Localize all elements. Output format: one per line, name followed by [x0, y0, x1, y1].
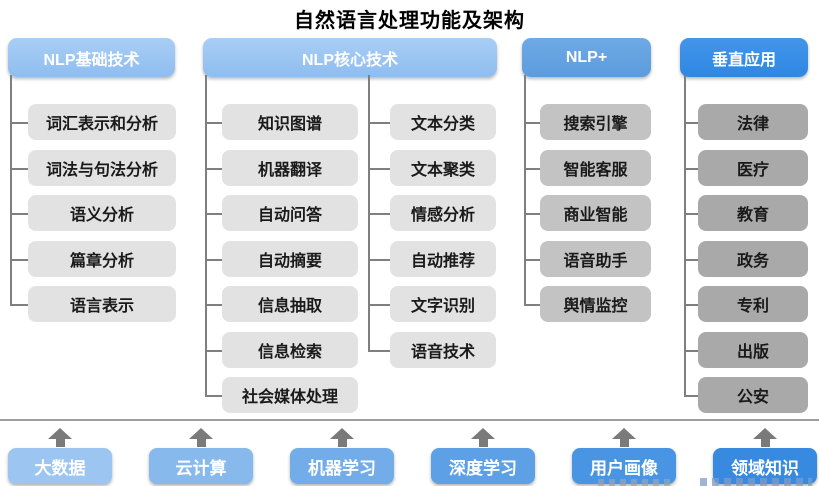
diagram-item: 知识图谱	[222, 104, 358, 140]
arrow-head	[471, 428, 495, 439]
connector-branch-line	[10, 304, 28, 306]
arrow-stem	[619, 439, 629, 447]
connector-trunk-line	[10, 75, 12, 304]
diagram-item: 自动问答	[222, 195, 358, 231]
diagram-item: 搜索引擎	[540, 104, 651, 140]
connector-branch-line	[10, 122, 28, 124]
arrow-stem	[196, 439, 206, 447]
foundation-box: 深度学习	[431, 448, 535, 484]
column-header-2: NLP核心技术	[203, 38, 497, 77]
connector-branch-line	[684, 304, 698, 306]
connector-branch-line	[684, 168, 698, 170]
diagram-item: 医疗	[698, 150, 808, 186]
arrow-head	[48, 428, 72, 439]
up-arrow-icon	[48, 428, 72, 447]
connector-branch-line	[205, 395, 222, 397]
diagram-item: 法律	[698, 104, 808, 140]
diagram-item: 自动推荐	[390, 241, 496, 277]
connector-branch-line	[524, 122, 540, 124]
diagram-item: 出版	[698, 332, 808, 368]
diagram-item: 舆情监控	[540, 286, 651, 322]
foundation-divider-line	[0, 419, 819, 421]
connector-branch-line	[684, 122, 698, 124]
column-header-1: NLP基础技术	[8, 38, 175, 77]
connector-branch-line	[684, 259, 698, 261]
foundation-box: 用户画像	[572, 448, 676, 484]
foundation-box: 云计算	[149, 448, 253, 484]
arrow-head	[612, 428, 636, 439]
diagram-item: 语义分析	[28, 195, 176, 231]
diagram-item: 教育	[698, 195, 808, 231]
diagram-item: 公安	[698, 377, 808, 413]
connector-branch-line	[684, 350, 698, 352]
connector-branch-line	[205, 168, 222, 170]
connector-branch-line	[205, 304, 222, 306]
diagram-item: 语音技术	[390, 332, 496, 368]
diagram-item: 文本聚类	[390, 150, 496, 186]
up-arrow-icon	[612, 428, 636, 447]
diagram-item: 自动摘要	[222, 241, 358, 277]
arrow-stem	[478, 439, 488, 447]
up-arrow-icon	[330, 428, 354, 447]
column-header-4: 垂直应用	[680, 38, 808, 77]
arrow-stem	[337, 439, 347, 447]
diagram-item: 政务	[698, 241, 808, 277]
connector-branch-line	[10, 213, 28, 215]
arrow-head	[753, 428, 777, 439]
watermark-fragment	[598, 479, 674, 486]
connector-branch-line	[524, 304, 540, 306]
arrow-stem	[55, 439, 65, 447]
connector-branch-line	[205, 350, 222, 352]
connector-branch-line	[524, 168, 540, 170]
arrow-stem	[760, 439, 770, 447]
connector-trunk-line	[684, 75, 686, 395]
connector-branch-line	[524, 259, 540, 261]
connector-trunk-line	[368, 75, 370, 350]
connector-trunk-line	[524, 75, 526, 304]
connector-branch-line	[205, 122, 222, 124]
diagram-item: 信息检索	[222, 332, 358, 368]
connector-branch-line	[368, 304, 390, 306]
diagram-item: 词汇表示和分析	[28, 104, 176, 140]
connector-branch-line	[368, 213, 390, 215]
foundation-box: 大数据	[8, 448, 112, 484]
page-title: 自然语言处理功能及架构	[294, 10, 525, 32]
connector-branch-line	[368, 168, 390, 170]
diagram-item: 文本分类	[390, 104, 496, 140]
up-arrow-icon	[471, 428, 495, 447]
connector-branch-line	[524, 213, 540, 215]
up-arrow-icon	[753, 428, 777, 447]
diagram-item: 词法与句法分析	[28, 150, 176, 186]
diagram-item: 语言表示	[28, 286, 176, 322]
diagram-item: 信息抽取	[222, 286, 358, 322]
arrow-head	[330, 428, 354, 439]
connector-branch-line	[368, 259, 390, 261]
connector-branch-line	[368, 350, 390, 352]
diagram-item: 智能客服	[540, 150, 651, 186]
foundation-box: 机器学习	[290, 448, 394, 484]
connector-branch-line	[10, 259, 28, 261]
column-header-3: NLP+	[522, 38, 651, 77]
connector-branch-line	[205, 213, 222, 215]
connector-branch-line	[684, 213, 698, 215]
connector-trunk-line	[205, 75, 207, 395]
connector-branch-line	[205, 259, 222, 261]
arrow-head	[189, 428, 213, 439]
connector-branch-line	[368, 122, 390, 124]
diagram-item: 社会媒体处理	[222, 377, 358, 413]
diagram-item: 专利	[698, 286, 808, 322]
diagram-item: 篇章分析	[28, 241, 176, 277]
diagram-item: 商业智能	[540, 195, 651, 231]
connector-branch-line	[10, 168, 28, 170]
up-arrow-icon	[189, 428, 213, 447]
watermark-fragment	[700, 478, 812, 486]
diagram-item: 机器翻译	[222, 150, 358, 186]
diagram-item: 文字识别	[390, 286, 496, 322]
diagram-item: 语音助手	[540, 241, 651, 277]
diagram-item: 情感分析	[390, 195, 496, 231]
connector-branch-line	[684, 395, 698, 397]
